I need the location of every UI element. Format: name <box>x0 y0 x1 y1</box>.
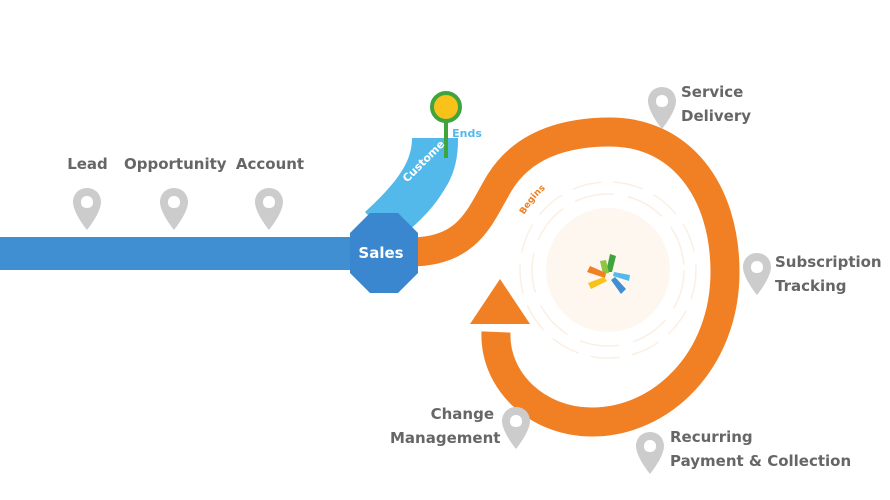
subscriber-loop-arrowhead <box>470 279 530 324</box>
stage-label-lead: Lead <box>67 155 108 173</box>
main-funnel-bar <box>0 237 370 270</box>
service-delivery-label: Service Delivery <box>681 80 751 128</box>
subscription-tracking-line-2: Tracking <box>775 277 847 295</box>
account-pin-icon <box>255 188 283 230</box>
change-management-pin-icon <box>502 407 530 449</box>
subscriber-loop-path <box>409 117 740 437</box>
stage-label-opportunity: Opportunity <box>124 155 227 173</box>
opportunity-pin-icon <box>160 188 188 230</box>
service-delivery-pin-icon <box>648 87 676 129</box>
change-management-label: Change Management <box>390 402 501 450</box>
subscription-tracking-pin-icon <box>743 253 771 295</box>
ends-label: Ends <box>452 127 482 140</box>
subscription-tracking-label: Subscription Tracking <box>775 250 882 298</box>
pinwheel-logo-icon <box>587 254 630 294</box>
change-management-line-2: Management <box>390 429 501 447</box>
sales-label: Sales <box>358 244 403 262</box>
recurring-payment-line-1: Recurring <box>670 428 753 446</box>
recurring-payment-pin-icon <box>636 432 664 474</box>
end-marker-icon <box>430 91 462 158</box>
sales-octagon <box>350 213 418 293</box>
service-delivery-line-1: Service <box>681 83 744 101</box>
recurring-payment-line-2: Payment & Collection <box>670 452 852 470</box>
lead-pin-icon <box>73 188 101 230</box>
service-delivery-line-2: Delivery <box>681 107 752 125</box>
stage-label-account: Account <box>235 155 305 173</box>
subscription-tracking-line-1: Subscription <box>775 253 882 271</box>
change-management-line-1: Change <box>430 405 494 423</box>
recurring-payment-label: Recurring Payment & Collection <box>670 425 851 473</box>
